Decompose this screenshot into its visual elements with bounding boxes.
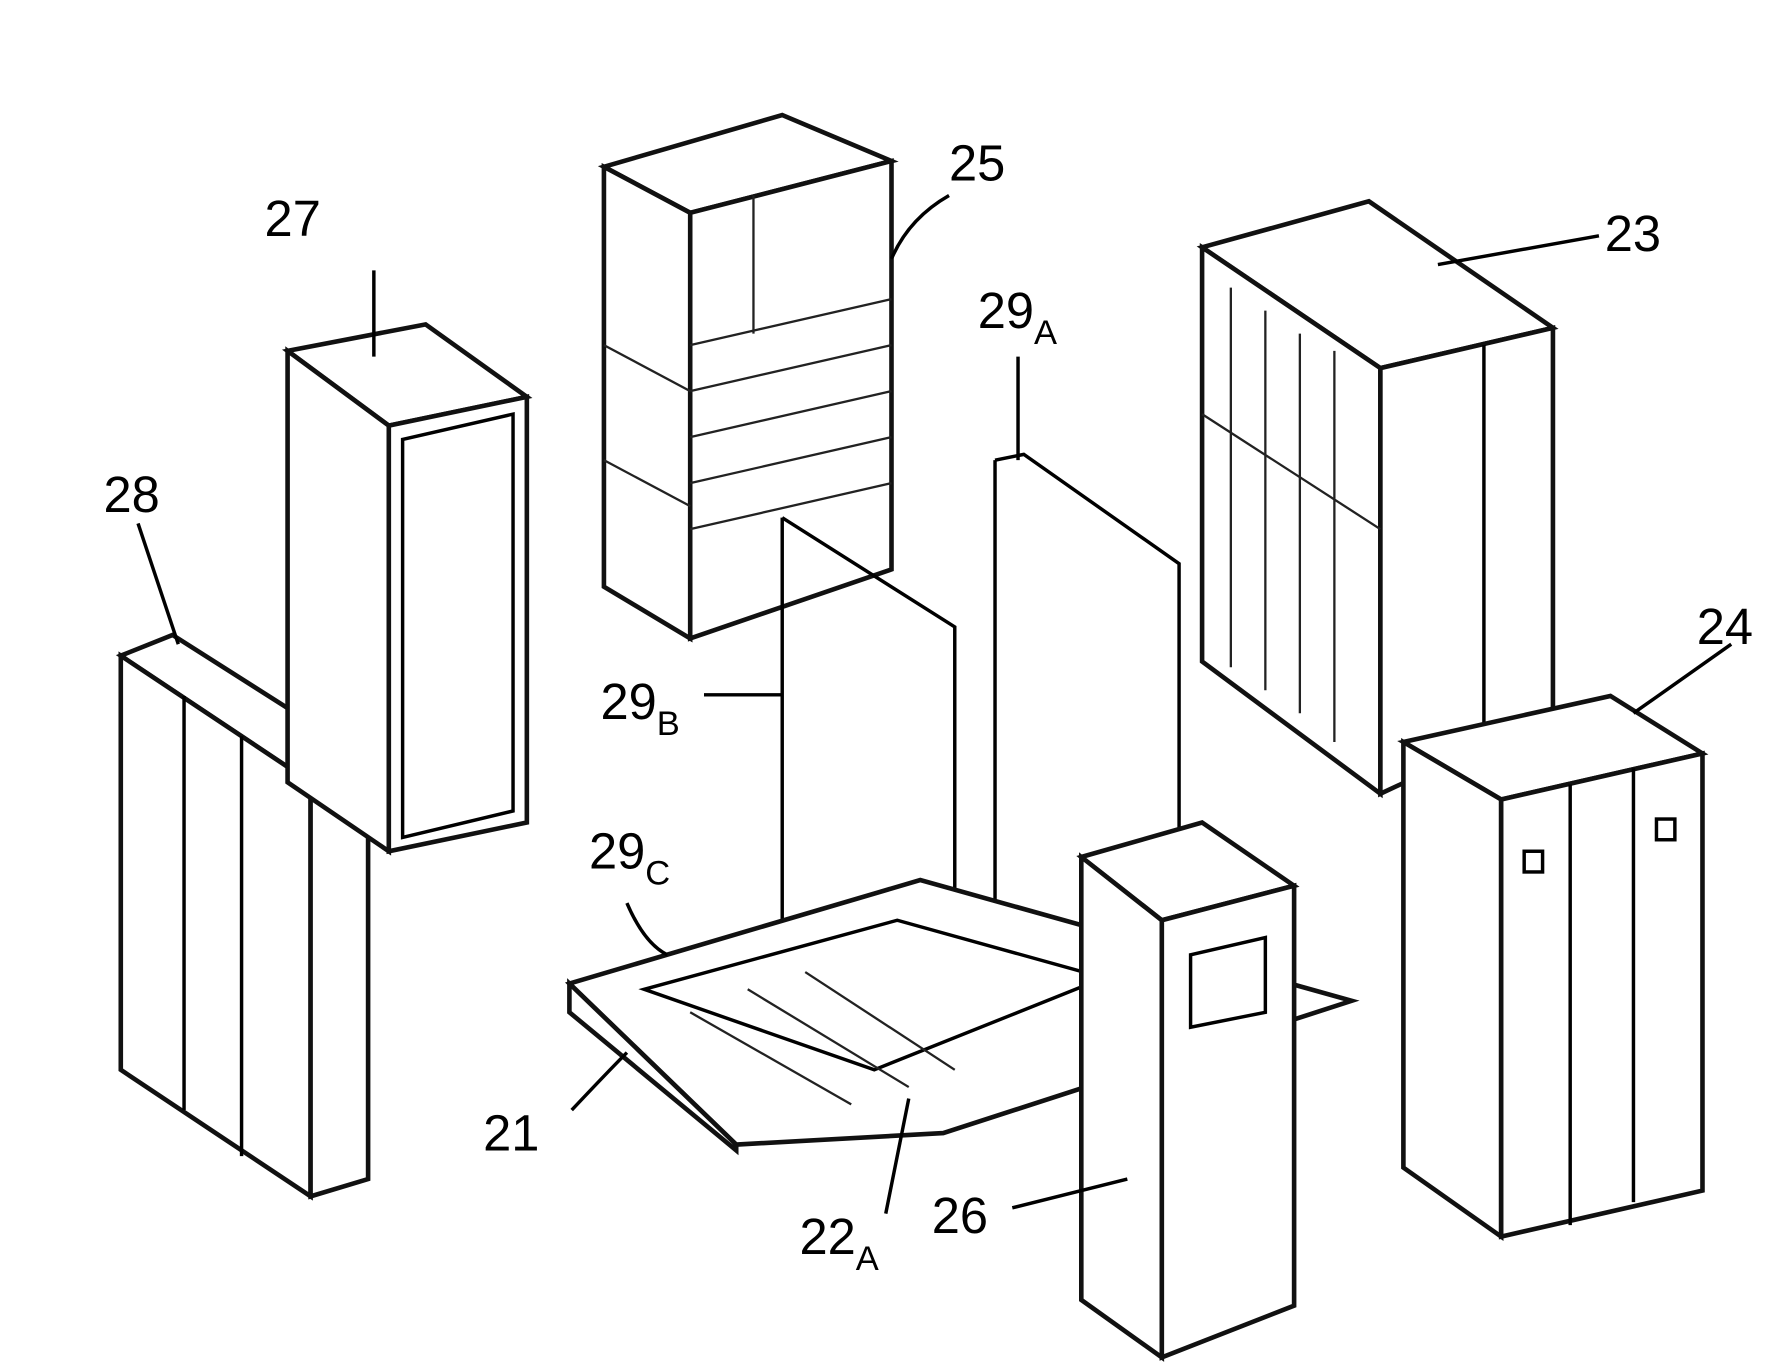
label-23: 23 bbox=[1605, 205, 1661, 262]
frame-29a bbox=[993, 452, 1181, 921]
label-28: 28 bbox=[104, 466, 160, 523]
label-29a: 29A bbox=[978, 282, 1057, 352]
label-29c: 29C bbox=[589, 823, 670, 893]
label-24: 24 bbox=[1697, 598, 1753, 655]
label-21: 21 bbox=[483, 1104, 539, 1161]
cabinet-frame-27 bbox=[281, 321, 533, 856]
leader-lines bbox=[136, 194, 1733, 1214]
label-29b: 29B bbox=[600, 673, 679, 743]
cabinet-26 bbox=[1076, 819, 1300, 1362]
label-25: 25 bbox=[949, 135, 1005, 192]
cabinet-23 bbox=[1196, 198, 1559, 799]
label-22a: 22A bbox=[799, 1208, 878, 1278]
cabinet-25 bbox=[597, 112, 899, 643]
label-26: 26 bbox=[932, 1187, 988, 1244]
label-27: 27 bbox=[265, 190, 321, 247]
cabinet-24 bbox=[1397, 693, 1709, 1242]
